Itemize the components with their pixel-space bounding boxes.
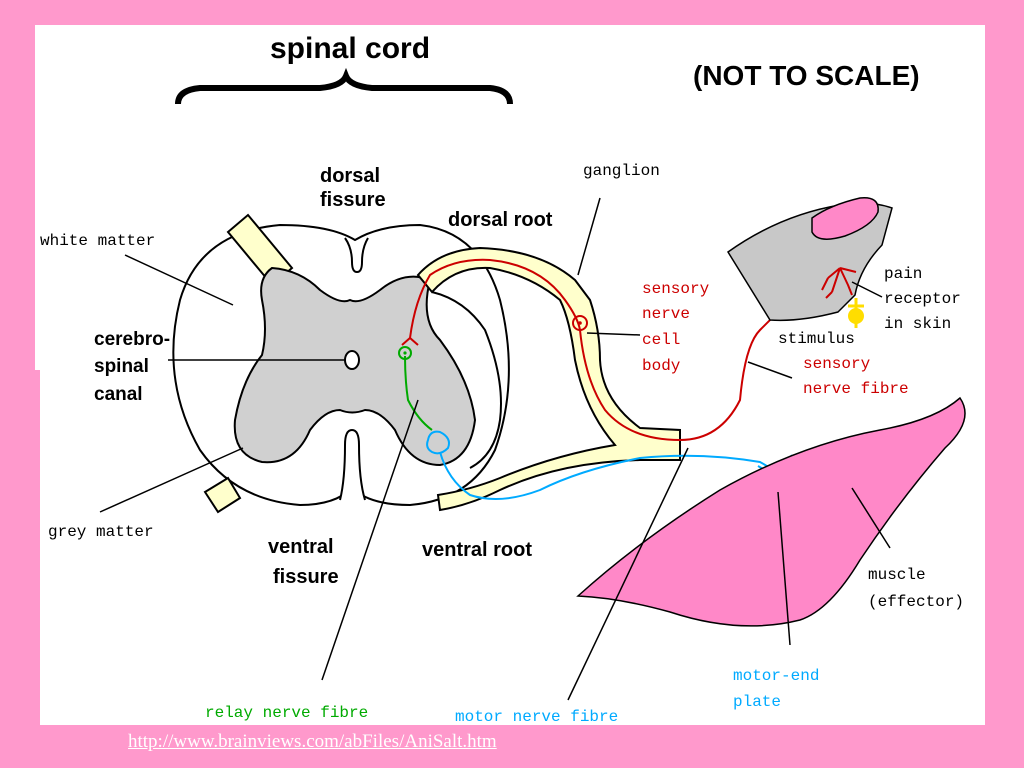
title-brace: [175, 67, 513, 105]
dorsal-root-inner-edge: [431, 291, 502, 469]
dorsal-fissure-shape: [344, 237, 369, 274]
motor-cell-body: [426, 430, 450, 455]
motor-end-plate-label: motor-end plate: [733, 667, 829, 711]
muscle-label: muscle (effector): [868, 566, 964, 611]
source-link[interactable]: http://www.brainviews.com/abFiles/AniSal…: [128, 731, 497, 752]
dorsal-root-ganglion-shape: [416, 246, 681, 512]
diagram-title: spinal cord: [270, 32, 430, 65]
relay-cell-body: [398, 346, 412, 360]
sensory-terminal: [401, 336, 419, 346]
sensory-nerve-path: [409, 258, 841, 442]
relay-nerve-fibre-label: relay nerve fibre: [205, 704, 368, 722]
ventral-root-label: ventral root: [422, 539, 532, 561]
muscle-shape: [576, 396, 966, 627]
motor-nerve-path: [439, 451, 781, 500]
sensory-nerve-fibre-label: sensory nerve fibre: [803, 355, 909, 398]
ventral-fissure-shape: [339, 428, 366, 501]
left-ventral-root-stub: [203, 476, 242, 514]
pain-receptor-label: pain receptor in skin: [884, 265, 970, 333]
grey-matter-label: grey matter: [48, 523, 154, 541]
pain-receptor-branches: [821, 267, 857, 299]
motor-nerve-fibre-label: motor nerve fibre: [455, 708, 618, 726]
dorsal-fissure-label: dorsal fissure: [320, 165, 386, 211]
fingernail: [811, 197, 879, 240]
ganglion-label: ganglion: [583, 162, 660, 180]
central-canal: [344, 350, 360, 370]
white-matter-label: white matter: [40, 232, 155, 250]
cerebrospinal-canal-label: cerebro- spinal canal: [94, 329, 175, 405]
dorsal-root-label: dorsal root: [448, 209, 553, 231]
sensory-nerve-cell-body-label: sensory nerve cell body: [642, 280, 719, 375]
ventral-fissure-label: ventral fissure: [268, 536, 339, 588]
scale-note: (NOT TO SCALE): [693, 60, 920, 91]
stimulus-label: stimulus: [778, 330, 855, 348]
sensory-cell-body: [572, 315, 588, 331]
relay-nerve-path: [404, 355, 433, 431]
